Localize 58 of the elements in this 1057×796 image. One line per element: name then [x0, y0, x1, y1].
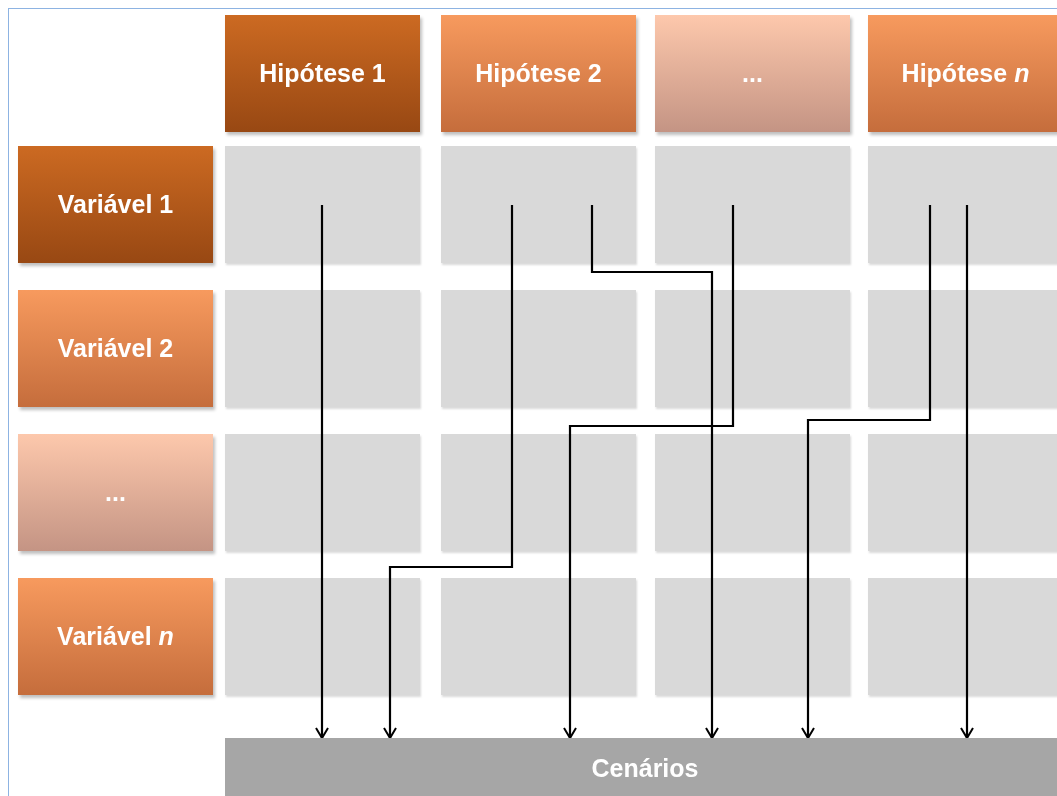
arrow — [960, 578, 974, 739]
connector-line — [320, 290, 324, 434]
connector-line — [388, 434, 514, 578]
grid-cell — [441, 146, 636, 263]
row-header — [18, 290, 213, 407]
connector-line — [320, 434, 324, 578]
connector-line — [806, 434, 810, 578]
header-label: Hipótese 1 — [259, 59, 386, 88]
connector-line — [806, 290, 932, 434]
grid-cell — [868, 290, 1057, 407]
connector-line — [731, 205, 735, 290]
arrow — [705, 578, 719, 739]
row-header — [18, 578, 213, 695]
arrow — [383, 578, 397, 739]
connector-line — [710, 434, 714, 578]
column-header — [225, 15, 420, 132]
grid-cell — [225, 578, 420, 695]
arrow — [315, 578, 329, 739]
connector-line — [590, 205, 714, 290]
header-label: ... — [105, 478, 126, 507]
connector-line — [320, 205, 324, 290]
connector-line — [568, 434, 572, 578]
connector-line — [965, 205, 969, 290]
grid-cell — [225, 146, 420, 263]
grid-cell — [655, 434, 850, 551]
arrow — [801, 578, 815, 739]
column-header — [868, 15, 1057, 132]
header-label: Variável n — [57, 622, 174, 651]
grid-cell — [655, 290, 850, 407]
grid-cell — [441, 434, 636, 551]
row-header — [18, 146, 213, 263]
connector-line — [510, 205, 514, 290]
header-label: Variável 1 — [57, 190, 174, 219]
grid-cell — [868, 146, 1057, 263]
header-label: Hipótese 2 — [475, 59, 602, 88]
result-bar — [225, 738, 1057, 796]
grid-cell — [655, 578, 850, 695]
connector-line — [928, 205, 932, 290]
grid-cell — [441, 290, 636, 407]
grid-cell — [441, 578, 636, 695]
grid-cell — [868, 434, 1057, 551]
connector-line — [710, 290, 714, 434]
bar-label: Cenários — [591, 754, 699, 783]
grid-cell — [868, 578, 1057, 695]
arrow — [563, 578, 577, 739]
grid-cell — [655, 146, 850, 263]
grid-cell — [225, 434, 420, 551]
connector-line — [568, 290, 735, 434]
header-label: Variável 2 — [57, 334, 174, 363]
column-header — [441, 15, 636, 132]
connector-line — [965, 290, 969, 434]
column-header — [655, 15, 850, 132]
connector-line — [510, 290, 514, 434]
header-label: ... — [742, 59, 763, 88]
header-label: Hipótese n — [901, 59, 1030, 88]
row-header — [18, 434, 213, 551]
connector-line — [965, 434, 969, 578]
grid-cell — [225, 290, 420, 407]
